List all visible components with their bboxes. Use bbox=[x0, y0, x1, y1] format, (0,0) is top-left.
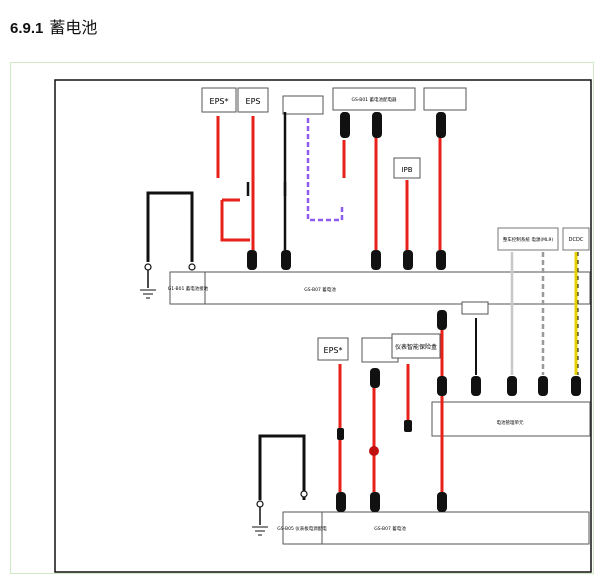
bottom-panel-right-label: GS-B07 蓄电池 bbox=[374, 525, 406, 532]
power-wires-top bbox=[216, 112, 442, 250]
eps-star-top-box bbox=[201, 87, 237, 113]
main-panel bbox=[169, 271, 591, 305]
eps-star-mid-label: EPS* bbox=[324, 346, 343, 355]
vehicle-ctrl-box bbox=[497, 227, 559, 251]
smart-fuse-label: 仪表智能保险盒 bbox=[395, 343, 437, 351]
vehicle-ctrl-label: 整车控制系统 电源(ML9) bbox=[503, 236, 553, 243]
section-number: 6.9.1 bbox=[10, 20, 44, 37]
diagram-border bbox=[54, 79, 592, 573]
eps-top-label: EPS bbox=[246, 97, 261, 106]
power-wires-bottom bbox=[338, 364, 444, 492]
ipb-box bbox=[393, 157, 421, 179]
relay-box bbox=[461, 301, 489, 315]
ground-top-label: G1-B01 蓄电池接地 bbox=[168, 285, 209, 292]
signal-wire-purple bbox=[306, 118, 344, 222]
dcdc-box bbox=[562, 227, 590, 251]
ground-wire-top bbox=[140, 191, 196, 299]
fuse-box-top bbox=[332, 87, 416, 111]
main-panel-label: GS-B07 蓄电池 bbox=[304, 286, 336, 293]
eps-star-mid-box bbox=[317, 337, 349, 361]
fuse-box-small bbox=[282, 95, 324, 115]
fuse-box-top-label: GS-B01 蓄电池配电器 bbox=[351, 96, 397, 103]
eps-star-top-label: EPS* bbox=[210, 97, 229, 106]
black-wires-top bbox=[246, 112, 346, 250]
connectors-top bbox=[247, 112, 446, 270]
module-box-right bbox=[423, 87, 467, 111]
ipb-label: IPB bbox=[401, 166, 412, 174]
dcdc-label: DCDC bbox=[569, 237, 584, 243]
section-heading: 6.9.1 蓄电池 bbox=[10, 14, 97, 38]
splice-point bbox=[369, 446, 379, 456]
management-label: 电池管理单元 bbox=[497, 419, 524, 426]
bottom-panel-left-label: GS-B05 仪表板电源配电 bbox=[277, 525, 327, 532]
connectors-mid bbox=[437, 310, 581, 396]
management-box bbox=[431, 401, 591, 437]
smart-fuse-box bbox=[391, 333, 441, 359]
eps-top-box bbox=[237, 87, 269, 113]
bottom-panel bbox=[282, 511, 590, 545]
section-title: 蓄电池 bbox=[49, 18, 98, 37]
connectors-bottom bbox=[336, 368, 447, 512]
ground-wire-bottom bbox=[252, 434, 308, 536]
diagram-frame bbox=[10, 62, 594, 574]
